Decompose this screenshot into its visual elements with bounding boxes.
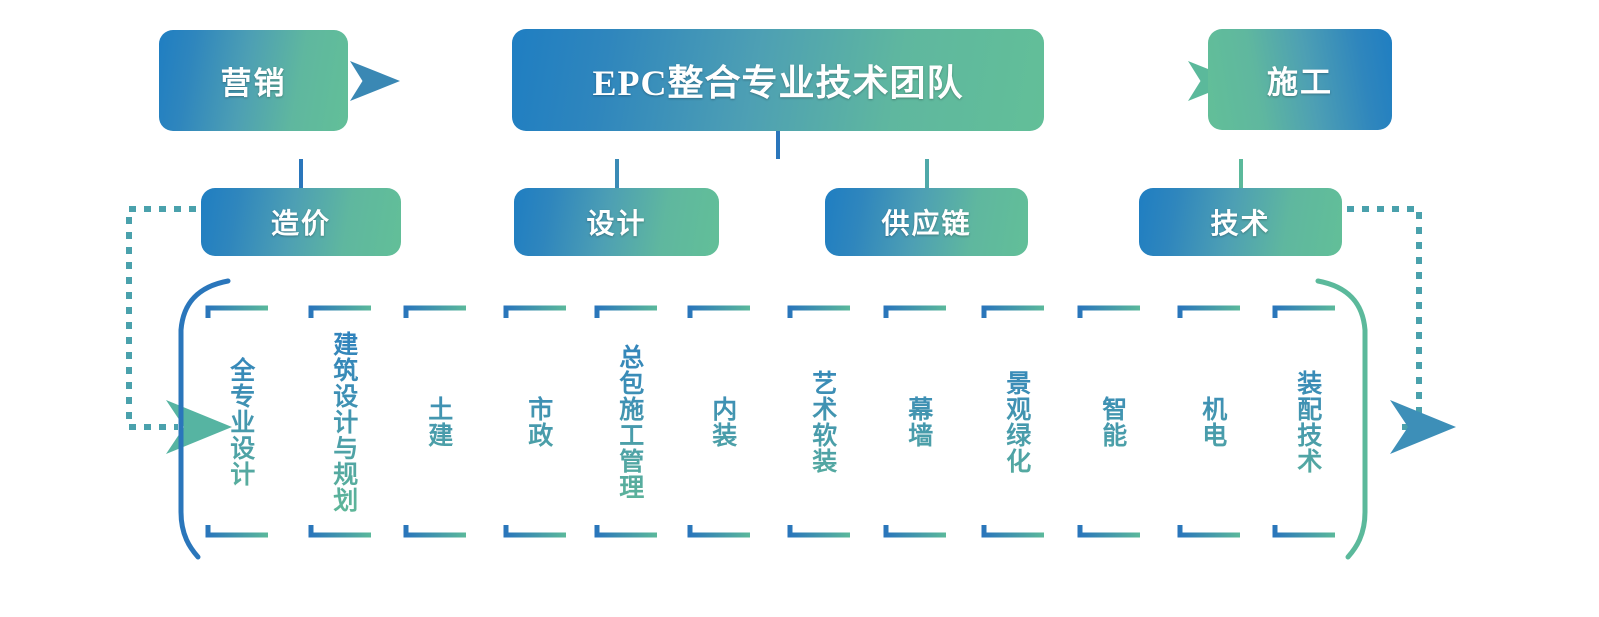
item-full-discipline-design[interactable]: 全专业设计 [206,313,274,530]
main-node-epc-team[interactable]: EPC整合专业技术团队 [512,29,1044,131]
item-architectural-design-planning[interactable]: 建筑设计与规划 [309,313,377,530]
item-mechanical-electrical[interactable]: 机电 [1178,313,1246,530]
item-general-contracting-management[interactable]: 总包施工管理 [595,313,663,530]
item-label: 市政 [504,313,572,530]
item-municipal[interactable]: 市政 [504,313,572,530]
item-intelligent-systems[interactable]: 智能 [1078,313,1146,530]
item-label: 幕墙 [884,313,952,530]
node-marketing[interactable]: 营销 [159,30,348,131]
node-level2-design[interactable]: 设计 [514,188,719,256]
item-landscape-greening[interactable]: 景观绿化 [982,313,1050,530]
item-label: 全专业设计 [206,313,274,530]
item-label: 建筑设计与规划 [309,313,377,530]
node-level2-technology[interactable]: 技术 [1139,188,1342,256]
item-prefabrication-technology[interactable]: 装配技术 [1273,313,1341,530]
node-level2-supply-chain[interactable]: 供应链 [825,188,1028,256]
loop-left-dotted [126,206,232,454]
item-label: 艺术软装 [788,313,856,530]
loop-right-dotted [1347,206,1456,454]
item-label: 总包施工管理 [595,313,663,530]
item-label: 景观绿化 [982,313,1050,530]
item-art-soft-decoration[interactable]: 艺术软装 [788,313,856,530]
item-label: 智能 [1078,313,1146,530]
node-construction[interactable]: 施工 [1208,29,1392,130]
item-label: 机电 [1178,313,1246,530]
item-label: 土建 [404,313,472,530]
item-label: 内装 [688,313,756,530]
node-level2-cost[interactable]: 造价 [201,188,401,256]
item-civil-works[interactable]: 土建 [404,313,472,530]
item-label: 装配技术 [1273,313,1341,530]
item-curtain-wall[interactable]: 幕墙 [884,313,952,530]
item-bracket-group [205,305,1341,538]
item-interior-fitout[interactable]: 内装 [688,313,756,530]
